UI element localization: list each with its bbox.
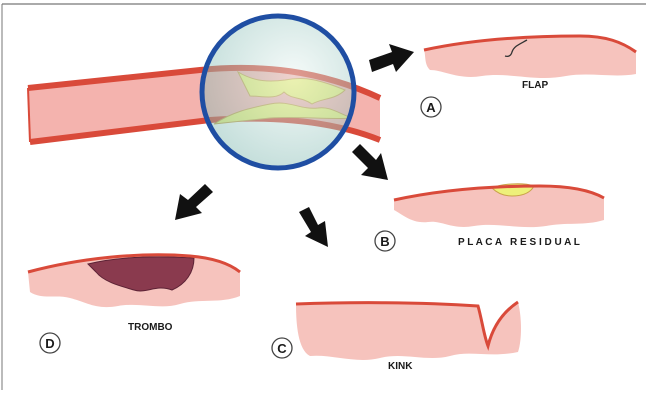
caption-flap: FLAP: [522, 80, 548, 91]
arrow-to-c: [299, 207, 328, 247]
panel-b-residual-plaque: [394, 184, 604, 227]
magnifier-lens: [202, 16, 354, 168]
badge-d: D: [40, 333, 60, 353]
badge-c-letter: C: [277, 341, 287, 356]
caption-kink: KINK: [388, 361, 413, 372]
arrow-to-a: [369, 44, 414, 72]
caption-placa-residual: P L A C A R E S I D U A L: [458, 237, 580, 248]
caption-trombo: TROMBO: [128, 322, 173, 333]
arrow-to-b: [352, 144, 388, 180]
panel-a-flap: [424, 36, 636, 78]
badge-c: C: [272, 338, 292, 358]
panel-d-thrombus: [28, 255, 240, 307]
badge-a-letter: A: [426, 100, 436, 115]
badge-b-letter: B: [380, 234, 389, 249]
badge-a: A: [421, 97, 441, 117]
panel-c-kink: [296, 302, 521, 360]
arrow-to-d: [175, 184, 213, 220]
badge-b: B: [375, 231, 395, 251]
badge-d-letter: D: [45, 336, 54, 351]
